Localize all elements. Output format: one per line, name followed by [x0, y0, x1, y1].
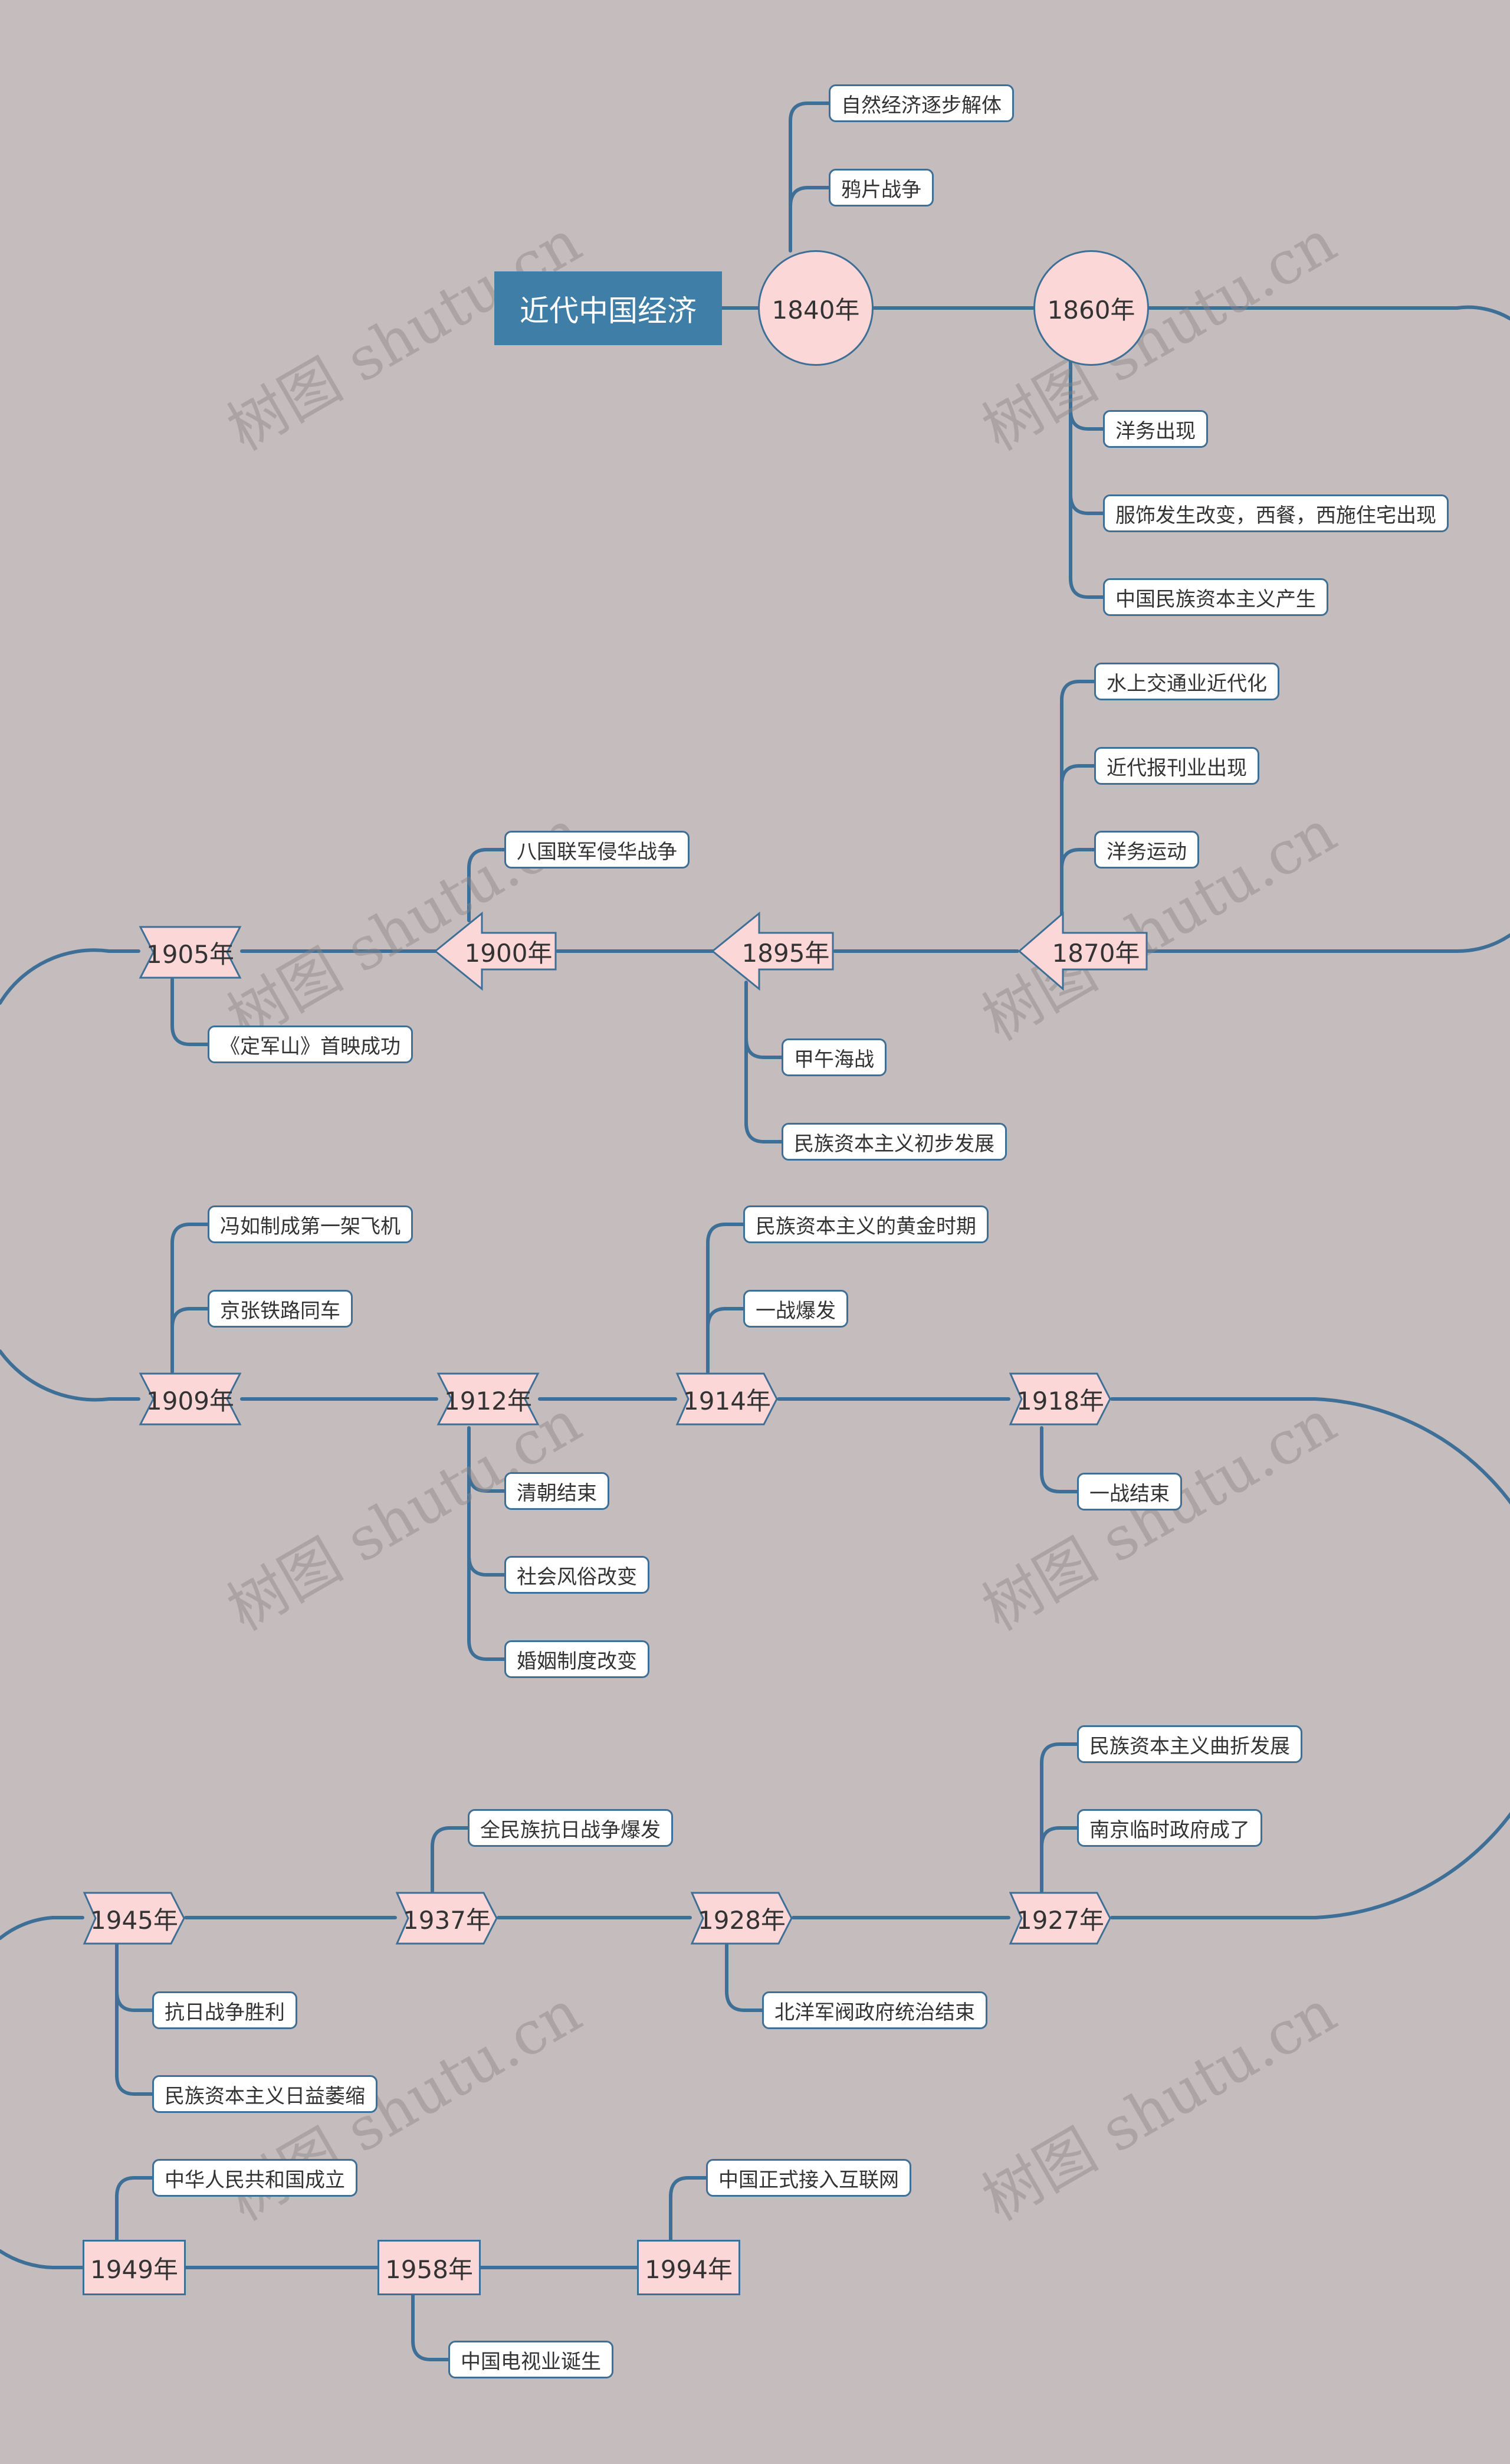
year-node-1895[interactable]: 1895年: [711, 912, 835, 991]
event-topic[interactable]: 社会风俗改变: [504, 1556, 649, 1594]
event-topic[interactable]: 南京临时政府成了: [1077, 1809, 1262, 1847]
event-topic[interactable]: 洋务运动: [1094, 831, 1199, 869]
event-topic[interactable]: 洋务出现: [1103, 410, 1208, 448]
year-label: 1840年: [772, 295, 860, 325]
event-topic[interactable]: 中国正式接入互联网: [706, 2159, 911, 2197]
year-label: 1912年: [444, 1386, 532, 1416]
event-topic[interactable]: 清朝结束: [504, 1472, 609, 1510]
event-topic[interactable]: 婚姻制度改变: [504, 1640, 649, 1678]
ribbon-shape: [436, 1372, 540, 1426]
event-topic[interactable]: 民族资本主义曲折发展: [1077, 1725, 1302, 1763]
chevron-shape: [83, 1892, 185, 1945]
year-node-1945[interactable]: 1945年: [83, 1891, 186, 1945]
year-label: 1860年: [1047, 295, 1135, 325]
year-node-1900[interactable]: 1900年: [434, 912, 557, 991]
event-topic[interactable]: 中华人民共和国成立: [152, 2159, 357, 2197]
event-topic[interactable]: 甲午海战: [782, 1038, 887, 1076]
chevron-shape: [1009, 1372, 1111, 1426]
year-label: 1958年: [385, 2255, 473, 2284]
event-topic[interactable]: 中国民族资本主义产生: [1103, 578, 1328, 616]
event-topic[interactable]: 民族资本主义的黄金时期: [743, 1205, 989, 1243]
ribbon-shape: [139, 1372, 242, 1426]
year-label: 1994年: [645, 2255, 733, 2284]
event-topic[interactable]: 京张铁路同车: [208, 1290, 353, 1328]
event-topic[interactable]: 抗日战争胜利: [152, 1991, 297, 2029]
chevron-shape: [1009, 1892, 1111, 1945]
event-topic[interactable]: 冯如制成第一架飞机: [208, 1205, 413, 1243]
event-topic[interactable]: 中国电视业诞生: [448, 2341, 613, 2378]
year-node-1918[interactable]: 1918年: [1009, 1372, 1112, 1426]
chevron-shape: [690, 1892, 793, 1945]
year-label: 1909年: [146, 1386, 234, 1416]
chevron-shape: [395, 1892, 498, 1945]
year-node-1937[interactable]: 1937年: [395, 1891, 498, 1945]
arrow-left-shape: [711, 912, 834, 991]
year-label: 1927年: [1016, 1905, 1104, 1935]
year-label: 1900年: [464, 938, 553, 968]
year-node-1927[interactable]: 1927年: [1009, 1891, 1112, 1945]
year-node-1949[interactable]: 1949年: [83, 2240, 186, 2295]
year-node-1994[interactable]: 1994年: [637, 2240, 740, 2295]
year-label: 1945年: [90, 1905, 178, 1935]
year-label: 1870年: [1052, 938, 1140, 968]
event-topic[interactable]: 服饰发生改变，西餐，西施住宅出现: [1103, 494, 1449, 532]
event-topic[interactable]: 水上交通业近代化: [1094, 663, 1279, 700]
event-topic[interactable]: 鸦片战争: [829, 169, 934, 207]
event-topic[interactable]: 民族资本主义初步发展: [782, 1123, 1007, 1161]
arrow-left-shape: [1017, 912, 1148, 991]
ribbon-shape: [139, 926, 242, 979]
year-node-1860[interactable]: 1860年: [1033, 250, 1149, 366]
year-label: 1914年: [683, 1386, 771, 1416]
year-label: 1905年: [146, 939, 234, 969]
event-topic[interactable]: 民族资本主义日益萎缩: [152, 2075, 378, 2113]
year-label: 1928年: [698, 1905, 786, 1935]
year-label: 1895年: [741, 938, 830, 968]
year-label: 1918年: [1016, 1386, 1104, 1416]
arrow-left-shape: [434, 912, 557, 991]
event-topic[interactable]: 全民族抗日战争爆发: [468, 1809, 673, 1847]
year-node-1909[interactable]: 1909年: [139, 1372, 242, 1426]
event-topic[interactable]: 自然经济逐步解体: [829, 84, 1014, 122]
chevron-shape: [675, 1372, 778, 1426]
event-topic[interactable]: 一战结束: [1077, 1473, 1182, 1510]
year-node-1958[interactable]: 1958年: [378, 2240, 481, 2295]
year-node-1912[interactable]: 1912年: [436, 1372, 540, 1426]
event-topic[interactable]: 一战爆发: [743, 1290, 848, 1328]
event-topic[interactable]: 北洋军阀政府统治结束: [762, 1991, 987, 2029]
event-topic[interactable]: 近代报刊业出现: [1094, 747, 1259, 785]
year-node-1840[interactable]: 1840年: [758, 250, 874, 366]
year-label: 1937年: [403, 1905, 491, 1935]
year-node-1928[interactable]: 1928年: [690, 1891, 793, 1945]
year-node-1914[interactable]: 1914年: [675, 1372, 779, 1426]
root-topic[interactable]: 近代中国经济: [494, 271, 722, 345]
event-topic[interactable]: 《定军山》首映成功: [208, 1025, 413, 1063]
year-label: 1949年: [90, 2255, 178, 2284]
year-node-1870[interactable]: 1870年: [1017, 912, 1148, 991]
year-node-1905[interactable]: 1905年: [139, 925, 242, 979]
event-topic[interactable]: 八国联军侵华战争: [504, 831, 690, 869]
